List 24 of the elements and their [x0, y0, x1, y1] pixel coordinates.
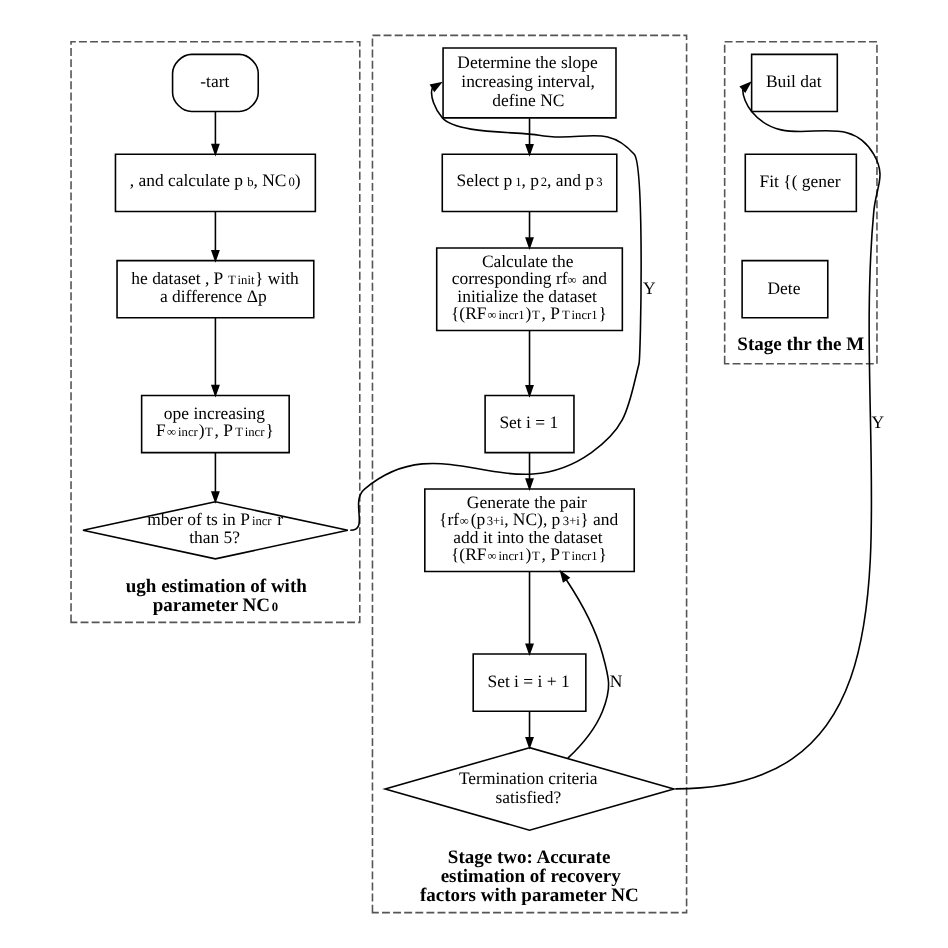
- edge-label: N: [609, 671, 623, 692]
- arrow: [525, 710, 534, 750]
- arrow: [674, 81, 881, 790]
- arrow: [525, 571, 534, 657]
- arrow: [525, 210, 534, 250]
- arrow: [210, 210, 220, 263]
- node-box: Set i = 1: [484, 394, 575, 454]
- node-box: Determine the slope increasing interval, define NC: [442, 47, 617, 119]
- arrow: [210, 111, 220, 157]
- arrow: [525, 117, 534, 157]
- arrow: [349, 81, 642, 532]
- edge-label: Y: [643, 277, 656, 298]
- arrow: [559, 569, 610, 759]
- node-box: Buil dat: [750, 53, 839, 113]
- node-box: Fit {( gener: [744, 153, 858, 213]
- edge-label: Y: [871, 412, 885, 433]
- node-diamond: Termination criteria satisfied?: [382, 746, 677, 831]
- node-box: Dete: [741, 259, 829, 319]
- arrow: [210, 317, 220, 398]
- node-box: Set i = i + 1: [472, 653, 587, 712]
- arrow: [525, 451, 534, 492]
- node-box: -tart: [171, 53, 260, 113]
- arrow: [210, 451, 220, 504]
- arrow: [525, 330, 534, 398]
